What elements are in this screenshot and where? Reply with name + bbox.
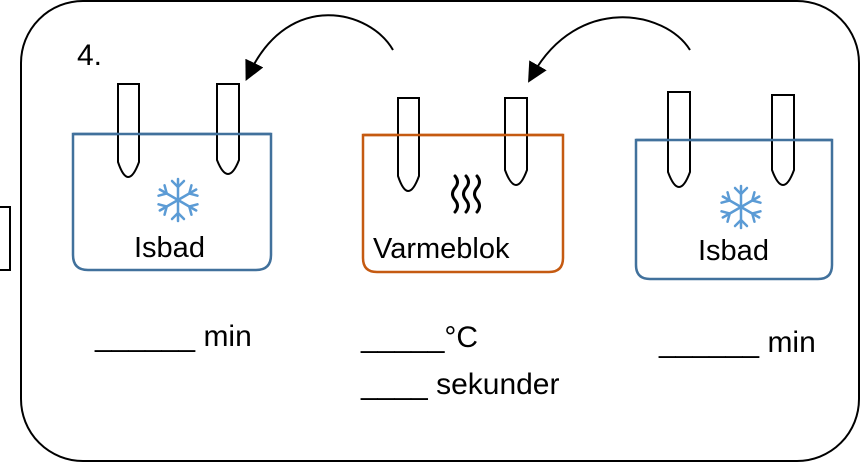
heat-time-blank: ____ sekunder: [361, 368, 560, 401]
heat-temperature-blank: _____°C: [361, 321, 479, 354]
arrow-heat-to-ice: [245, 14, 394, 81]
step-number: 4.: [77, 39, 103, 72]
tube: [397, 97, 420, 192]
ice-bath-1-time-blank: ______ min: [95, 320, 252, 353]
heat-block: [361, 97, 565, 274]
ice-bath-1-container: [71, 132, 273, 272]
ice-bath-1-label: Isbad: [134, 232, 205, 264]
snowflake-icon: [157, 177, 199, 223]
ice-bath-2-container: [634, 138, 834, 281]
snowflake-icon: [720, 184, 762, 230]
heat-block-label: Varmeblok: [373, 233, 510, 265]
tube: [504, 97, 528, 186]
ice-bath-2-label: Isbad: [698, 235, 769, 267]
heat-block-container: [361, 133, 565, 274]
ice-bath-2-time-blank: ______ min: [659, 326, 816, 359]
arrow-ice-to-heat: [528, 16, 691, 83]
tube: [216, 83, 240, 175]
edge-box: [0, 206, 11, 271]
ice-bath-2: [634, 91, 834, 281]
heat-waves-icon: [451, 174, 481, 214]
ice-bath-1: [71, 83, 273, 272]
tube: [117, 83, 140, 178]
